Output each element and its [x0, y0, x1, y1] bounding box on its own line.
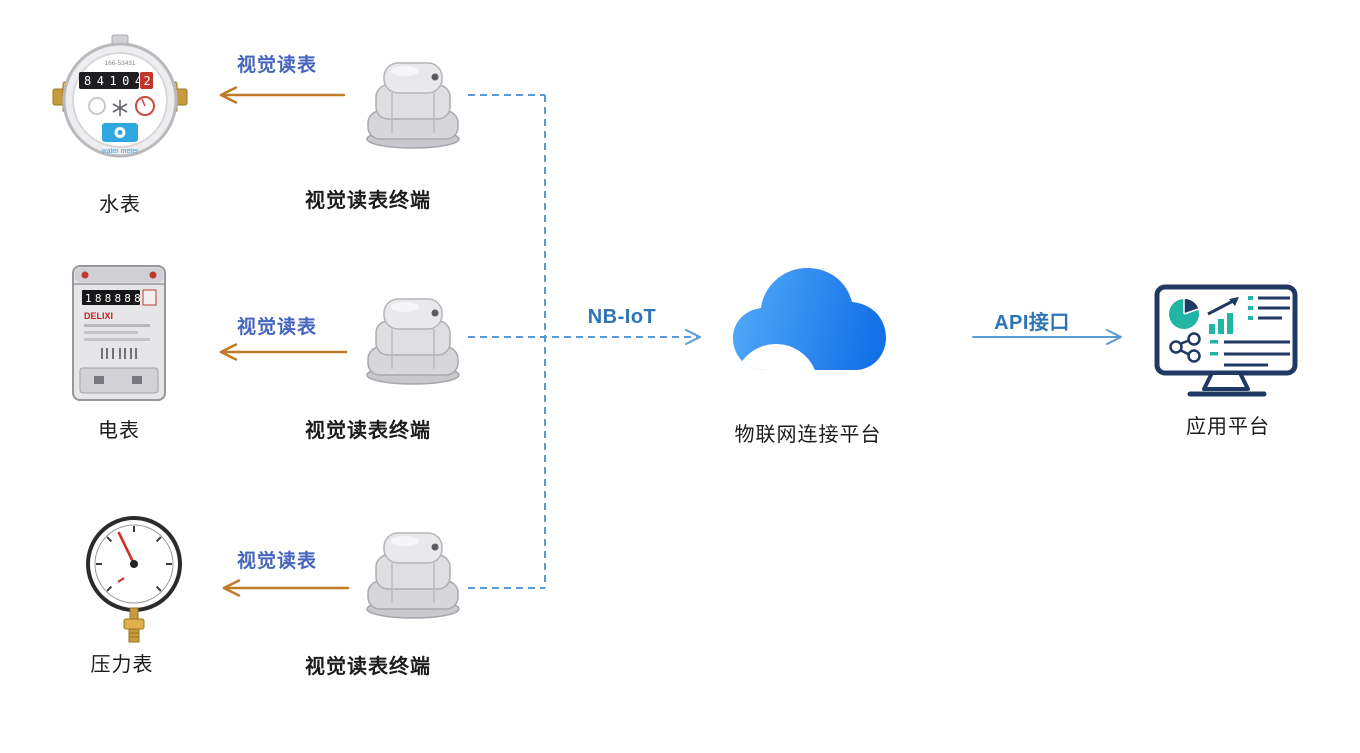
share-icon	[1169, 332, 1201, 363]
vision-terminal-icon-2	[366, 298, 460, 385]
cloud-swoosh	[734, 344, 818, 370]
vision-terminal-icon-3	[366, 532, 460, 619]
bar-chart-icon	[1207, 297, 1239, 334]
reading-link-label-1: 视觉读表	[236, 55, 317, 76]
api-label: API接口	[994, 312, 1070, 334]
monitor-stand	[1202, 371, 1250, 391]
vision-terminal-icon-1	[366, 62, 460, 149]
iot-cloud-icon	[733, 268, 886, 370]
api-arrow	[972, 329, 1122, 345]
meter-label-water: 水表	[99, 194, 141, 216]
water-meter-caption: water meter	[101, 148, 140, 155]
terminal-label-2: 视觉读表终端	[305, 420, 431, 442]
reading-arrow-1	[219, 86, 346, 104]
gauge-ticks	[96, 526, 172, 592]
cloud-platform-label: 物联网连接平台	[734, 424, 882, 446]
gauge-needle	[117, 531, 136, 566]
app-platform-label: 应用平台	[1186, 416, 1270, 438]
meter-label-pressure: 压力表	[90, 654, 154, 676]
impeller-icon	[112, 100, 128, 116]
electric-meter-brand: DELIXI	[84, 311, 113, 321]
reading-link-label-2: 视觉读表	[236, 317, 317, 338]
nbiot-arrowhead	[685, 329, 701, 345]
electric-meter-digits: 188888	[85, 292, 144, 305]
water-meter-digits: 84104	[84, 74, 148, 88]
meter-label-electric: 电表	[98, 420, 140, 442]
water-meter-icon: 166-53431 84104 2 water meter	[52, 34, 188, 158]
electric-meter-icon: 188888 DELIXI	[72, 265, 166, 401]
water-meter-serial: 166-53431	[104, 60, 135, 67]
camera-lens-icon	[431, 309, 439, 317]
reading-arrow-3	[222, 579, 350, 597]
reading-arrow-2	[219, 343, 348, 361]
list-lines-icon	[1248, 296, 1290, 320]
pressure-gauge-icon	[86, 516, 182, 643]
barcode-icon	[101, 348, 137, 359]
terminal-label-3: 视觉读表终端	[305, 656, 431, 678]
text-lines-icon	[1210, 340, 1290, 367]
camera-lens-icon	[431, 73, 439, 81]
terminal-label-1: 视觉读表终端	[305, 190, 431, 212]
camera-lens-icon	[431, 543, 439, 551]
reading-link-label-3: 视觉读表	[236, 551, 317, 572]
water-meter-red-digit: 2	[144, 74, 151, 88]
pie-chart-icon	[1169, 298, 1199, 329]
nbiot-label: NB-IoT	[587, 306, 657, 328]
dashed-bus	[468, 94, 697, 589]
app-platform-monitor-icon	[1154, 284, 1298, 397]
